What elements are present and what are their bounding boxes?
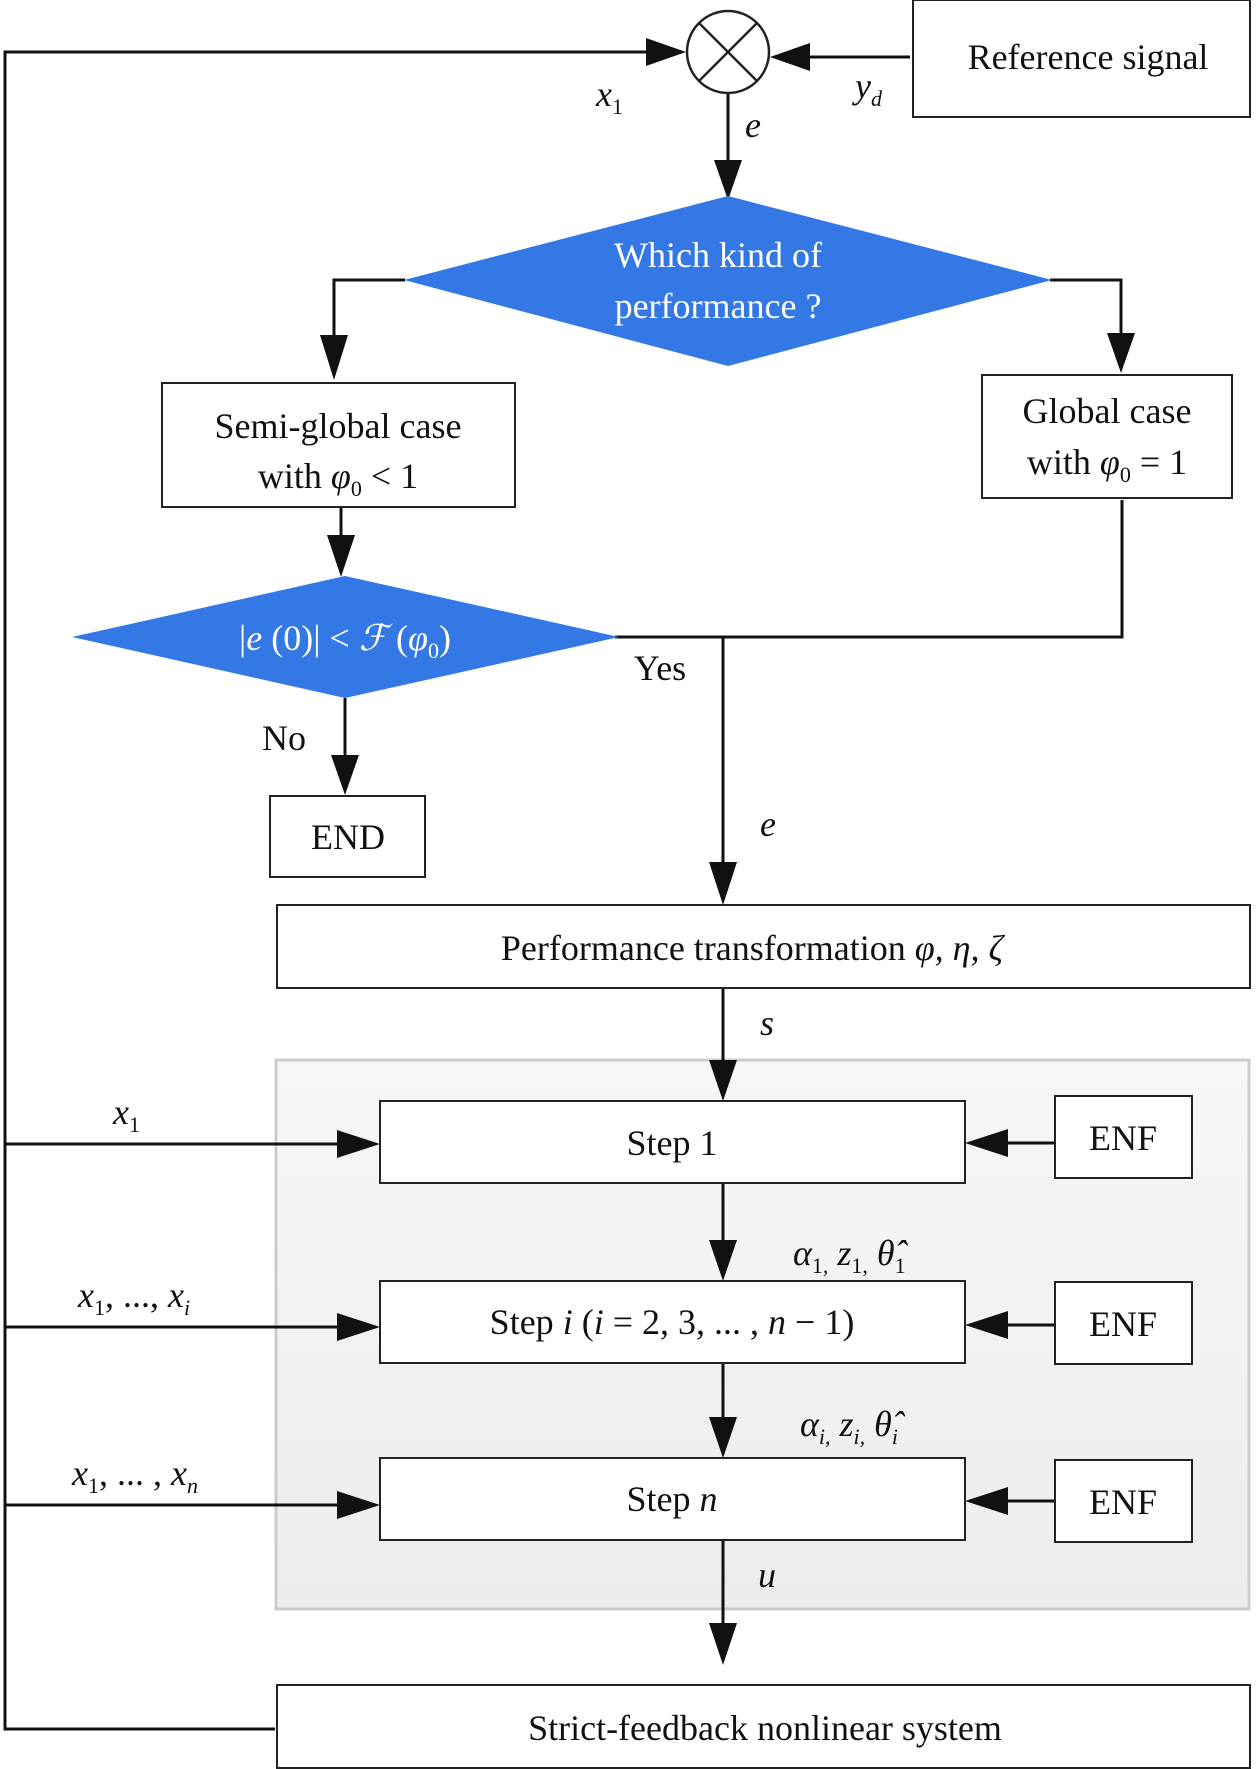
signal-s: s [760,1003,774,1043]
arrow-head [709,1417,737,1458]
arrow-head [714,160,742,200]
yes-label: Yes [634,648,686,688]
performance-transformation-box [276,904,1251,989]
error-bound-decision [72,576,619,698]
step-i-label: Step i (i = 2, 3, ... , n − 1) [490,1302,855,1342]
arrow-head [709,1623,737,1665]
decision2-label: |e (0)| < ℱ (φ0) [239,618,451,663]
semi-global-line1: Semi-global case [215,406,462,446]
no-label: No [262,718,306,758]
signal-e-top: e [745,105,761,145]
signal-x1-left: x1 [112,1092,140,1137]
signal-x1-xi: x1, ..., xi [77,1275,190,1320]
enf-label-3: ENF [1089,1482,1157,1522]
arrow-head [709,1240,737,1281]
end-label: END [311,817,385,857]
arrow-head [1107,333,1135,373]
enf-box-3 [1054,1459,1193,1543]
enf-box-1 [1054,1095,1193,1179]
arrow-head [709,862,737,905]
arrow-head [331,755,359,795]
reference-signal-box [912,0,1251,118]
step-n-box [379,1457,966,1541]
decision1-line1: Which kind of [614,235,822,275]
signal-alphai: αi, zi, θ̂i [800,1404,906,1449]
arrow-head [646,38,686,66]
semi-global-box [161,382,516,508]
arrow-head [337,1130,380,1158]
arrow-head [965,1311,1008,1339]
arrow-head [320,335,348,380]
step-n-label: Step n [626,1479,717,1519]
signal-yd: yd [852,66,883,111]
signal-e-merge: e [760,804,776,844]
performance-transformation-label: Performance transformation φ, η, ζ [501,928,1006,968]
global-line2: with φ0 = 1 [1027,442,1187,487]
arrow-head [327,535,355,577]
global-box [981,374,1233,499]
step1-label: Step 1 [626,1123,717,1163]
performance-decision [404,196,1052,366]
plant-label: Strict-feedback nonlinear system [528,1708,1002,1748]
decision1-line2: performance ? [615,286,822,326]
summing-junction [685,9,771,95]
global-line1: Global case [1023,391,1192,431]
arrow-head [337,1491,380,1519]
step-i-box [379,1280,966,1364]
arrow-head [965,1487,1008,1515]
end-box [269,795,426,878]
semi-global-line2: with φ0 < 1 [258,456,418,501]
signal-x1-xn: x1, ... , xn [71,1453,198,1498]
enf-box-2 [1054,1281,1193,1365]
arrow-head [337,1313,380,1341]
enf-label-1: ENF [1089,1118,1157,1158]
signal-x1-top: x1 [595,74,623,119]
step1-box [379,1100,966,1184]
arrow-head [770,43,810,71]
reference-signal-label: Reference signal [968,37,1209,77]
arrow-head [709,1060,737,1101]
signal-alpha1: α1, z1, θ̂1 [793,1233,909,1278]
enf-label-2: ENF [1089,1304,1157,1344]
connectors [3,50,1124,1731]
plant-box [276,1684,1251,1769]
arrow-head [965,1129,1008,1157]
arrow-heads [320,38,1135,1665]
signal-u: u [758,1555,776,1595]
